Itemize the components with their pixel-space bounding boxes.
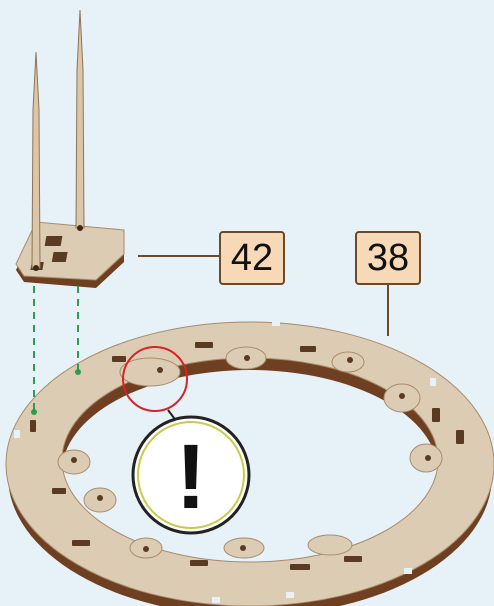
part-label-38: 38 [355, 231, 421, 285]
skewer-left [32, 52, 40, 268]
warning-badge: ! [133, 417, 249, 533]
part-label-42: 42 [219, 231, 285, 285]
small-part [16, 10, 124, 288]
ring-part [6, 320, 494, 606]
exclamation-warning-icon: ! [176, 426, 207, 528]
skewer-right [76, 10, 84, 228]
